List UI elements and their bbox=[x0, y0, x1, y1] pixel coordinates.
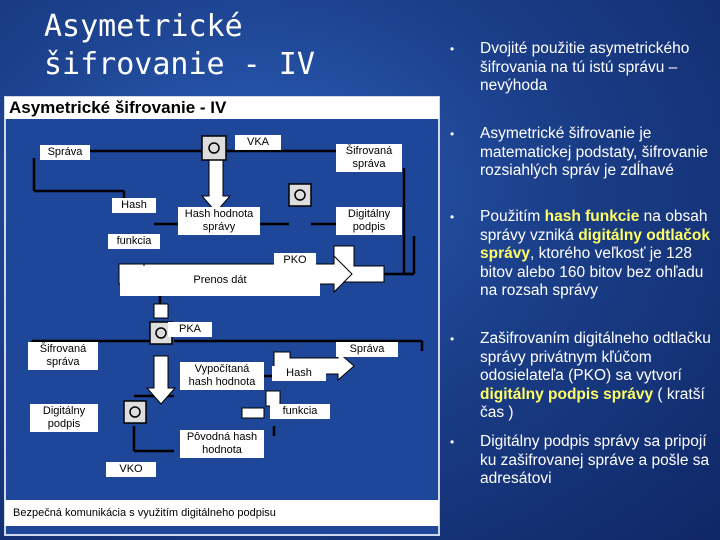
bullet-text: Zašifrovaním digitálneho odtlačku správy… bbox=[480, 330, 716, 423]
label-vka: VKA bbox=[235, 135, 281, 150]
diagram-caption: Bezpečná komunikácia s využitím digitáln… bbox=[5, 500, 439, 526]
bullet-icon: • bbox=[450, 210, 455, 224]
diagram-title: Asymetrické šifrovanie - IV bbox=[5, 97, 439, 119]
label-pko: PKO bbox=[274, 253, 316, 268]
bullet-text-segment: Zašifrovaním digitálneho odtlačku správy… bbox=[480, 330, 711, 384]
label-sprava-bottom: Správa bbox=[336, 342, 398, 357]
bullet-text-segment: Použitím bbox=[480, 208, 545, 225]
bullet-icon: • bbox=[450, 435, 455, 449]
label-prenos-dat: Prenos dát bbox=[120, 266, 320, 296]
lock-icon bbox=[149, 321, 173, 345]
label-sifrovana-sprava-top: Šifrovaná správa bbox=[336, 144, 402, 172]
lock-icon bbox=[288, 183, 312, 207]
highlight-text: digitálny odtlačok správy bbox=[480, 226, 710, 263]
bullet-text-segment: na obsah správy vzniká bbox=[480, 208, 708, 244]
label-vypocitana-hash-hodnota: Vypočítaná hash hodnota bbox=[180, 362, 264, 390]
label-hash-top: Hash bbox=[112, 198, 156, 213]
label-sprava-top: Správa bbox=[40, 145, 90, 160]
bullet-text-segment: Asymetrické šifrovanie je matematickej p… bbox=[480, 125, 709, 179]
bullet-text-segment: ( kratší čas ) bbox=[480, 385, 705, 422]
label-pka: PKA bbox=[168, 322, 212, 337]
label-vko: VKO bbox=[106, 462, 156, 477]
label-digitalny-podpis-top: Digitálny podpis bbox=[336, 207, 402, 235]
bullet-text: Digitálny podpis správy sa pripojí ku za… bbox=[480, 433, 716, 489]
lock-icon bbox=[201, 135, 227, 161]
label-hash-bottom: Hash bbox=[272, 366, 326, 381]
bullet-text: Použitím hash funkcie na obsah správy vz… bbox=[480, 208, 716, 301]
bullet-text-segment: Dvojité použitie asymetrického šifrovani… bbox=[480, 40, 690, 94]
bullet-text: Asymetrické šifrovanie je matematickej p… bbox=[480, 125, 716, 181]
highlight-text: digitálny podpis správy bbox=[480, 385, 654, 403]
bullet-text: Dvojité použitie asymetrického šifrovani… bbox=[480, 40, 716, 96]
bullet-text-segment: Digitálny podpis správy sa pripojí ku za… bbox=[480, 433, 710, 487]
label-hash-hodnota-spravy: Hash hodnota správy bbox=[178, 207, 260, 235]
slide-title: Asymetrické šifrovanie - IV bbox=[44, 9, 315, 82]
bullet-icon: • bbox=[450, 332, 455, 346]
bullet-text-segment: , ktorého veľkosť je 128 bitov alebo 160… bbox=[480, 245, 704, 299]
bullet-icon: • bbox=[450, 127, 455, 141]
label-funkcia-top: funkcia bbox=[108, 234, 160, 249]
label-digitalny-podpis-bottom: Digitálny podpis bbox=[30, 404, 98, 432]
highlight-text: hash funkcie bbox=[544, 208, 640, 225]
label-povodna-hash-hodnota: Pôvodná hash hodnota bbox=[180, 430, 264, 458]
bullet-icon: • bbox=[450, 42, 455, 56]
lock-icon bbox=[123, 400, 147, 424]
label-sifrovana-sprava-bottom: Šifrovaná správa bbox=[28, 342, 98, 370]
label-funkcia-bottom: funkcia bbox=[270, 404, 330, 419]
